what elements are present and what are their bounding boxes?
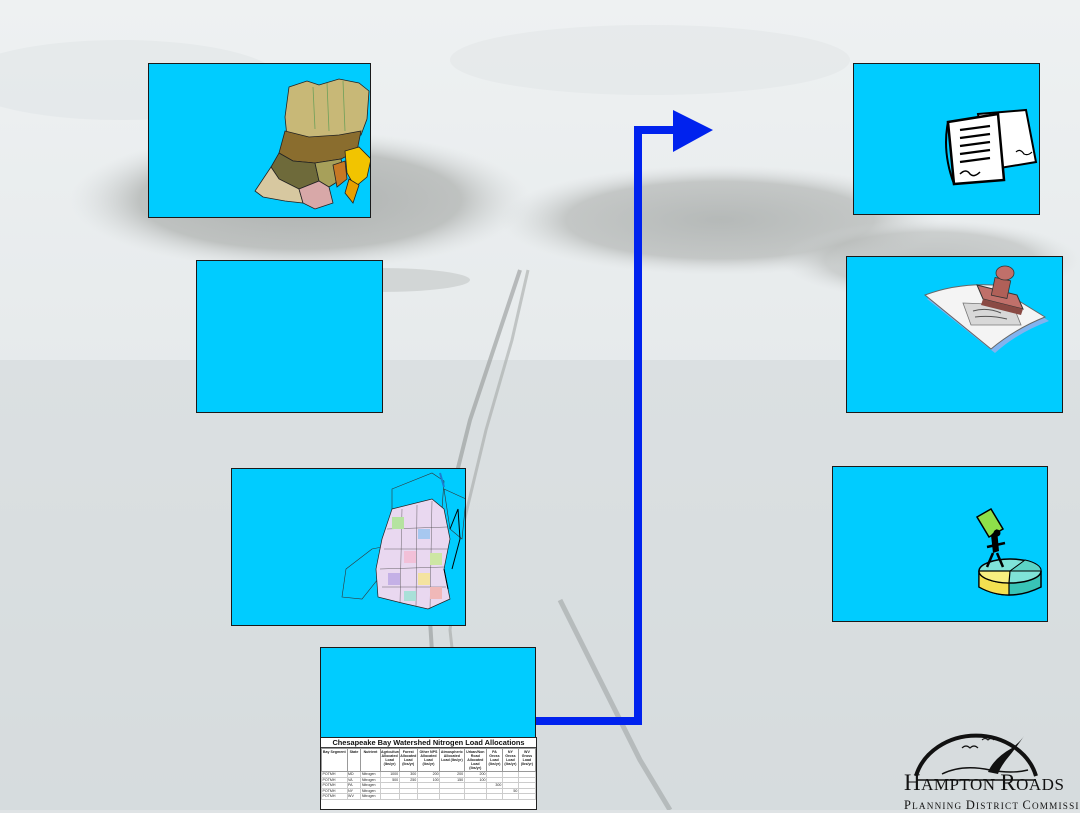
hampton-roads-logo-mark bbox=[914, 733, 1038, 781]
table-header-cell: Urban/Non Road Allocated Load (lbs/yr) bbox=[463, 747, 487, 773]
logo-letters: LANNING bbox=[912, 801, 966, 811]
logo-subtitle: PLANNING DISTRICT COMMISSION bbox=[904, 798, 1080, 813]
table-header-cell: State bbox=[346, 747, 362, 773]
segments-map-box bbox=[231, 468, 466, 626]
table-header-cell: NY Gross Load (lbs/yr) bbox=[501, 747, 519, 773]
table-header-cell: PA Gross Load (lbs/yr) bbox=[485, 747, 503, 773]
table-cell bbox=[439, 793, 465, 800]
logo-letters: OADS bbox=[1016, 775, 1065, 794]
documents-icon bbox=[945, 108, 1038, 186]
table-cell bbox=[398, 793, 418, 800]
table-header-cell: Nutrient bbox=[360, 747, 381, 773]
table-header-cell: Bay Segment bbox=[321, 747, 348, 773]
logo-letter: P bbox=[904, 798, 913, 812]
logo-letters: AMPTON bbox=[921, 775, 1001, 794]
approval-box bbox=[846, 256, 1063, 413]
logo-letter: C bbox=[1022, 798, 1032, 812]
logo-name: HAMPTON ROADS bbox=[904, 770, 1064, 796]
watershed-basins-map-icon bbox=[254, 78, 370, 210]
table-cell: POTMH bbox=[321, 793, 348, 800]
table-header-row: Bay Segment State Nutrient Agriculture A… bbox=[321, 747, 536, 773]
table-header-cell: Atmospheric Allocated Load (lbs/yr) bbox=[439, 747, 465, 773]
table-header-cell: Agriculture Allocated Load (lbs/yr) bbox=[379, 747, 400, 773]
table-header-cell: Forest Allocated Load (lbs/yr) bbox=[398, 747, 418, 773]
analysis-box bbox=[832, 466, 1048, 622]
allocation-box bbox=[320, 647, 536, 740]
pie-chart-icon bbox=[975, 507, 1042, 596]
table-cell bbox=[379, 793, 400, 800]
table-header-cell: WV Gross Load (lbs/yr) bbox=[517, 747, 536, 773]
nitrogen-allocation-table: Chesapeake Bay Watershed Nitrogen Load A… bbox=[320, 737, 537, 810]
table-title: Chesapeake Bay Watershed Nitrogen Load A… bbox=[321, 738, 536, 748]
table-cell bbox=[485, 793, 503, 800]
county-segments-map-icon bbox=[341, 472, 465, 610]
flow-arrow bbox=[536, 110, 713, 725]
table-cell bbox=[416, 793, 441, 800]
logo-letters: OMMISSION bbox=[1031, 801, 1080, 811]
watershed-map-box bbox=[148, 63, 371, 218]
approval-stamp-icon bbox=[924, 265, 1049, 353]
table-cell: Nitrogen bbox=[360, 793, 381, 800]
table-cell: WV bbox=[346, 793, 362, 800]
documents-box bbox=[853, 63, 1040, 215]
logo-letter: D bbox=[965, 798, 977, 812]
logo-letter: R bbox=[1000, 770, 1017, 795]
table-cell bbox=[501, 793, 519, 800]
logo-letters: ISTRICT bbox=[976, 801, 1023, 811]
table-header-cell: Other NPS Allocated Load (lbs/yr) bbox=[416, 747, 441, 773]
logo-letter: H bbox=[904, 770, 922, 795]
empty-step-box bbox=[196, 260, 383, 413]
table-cell bbox=[463, 793, 487, 800]
table-cell bbox=[517, 793, 536, 800]
